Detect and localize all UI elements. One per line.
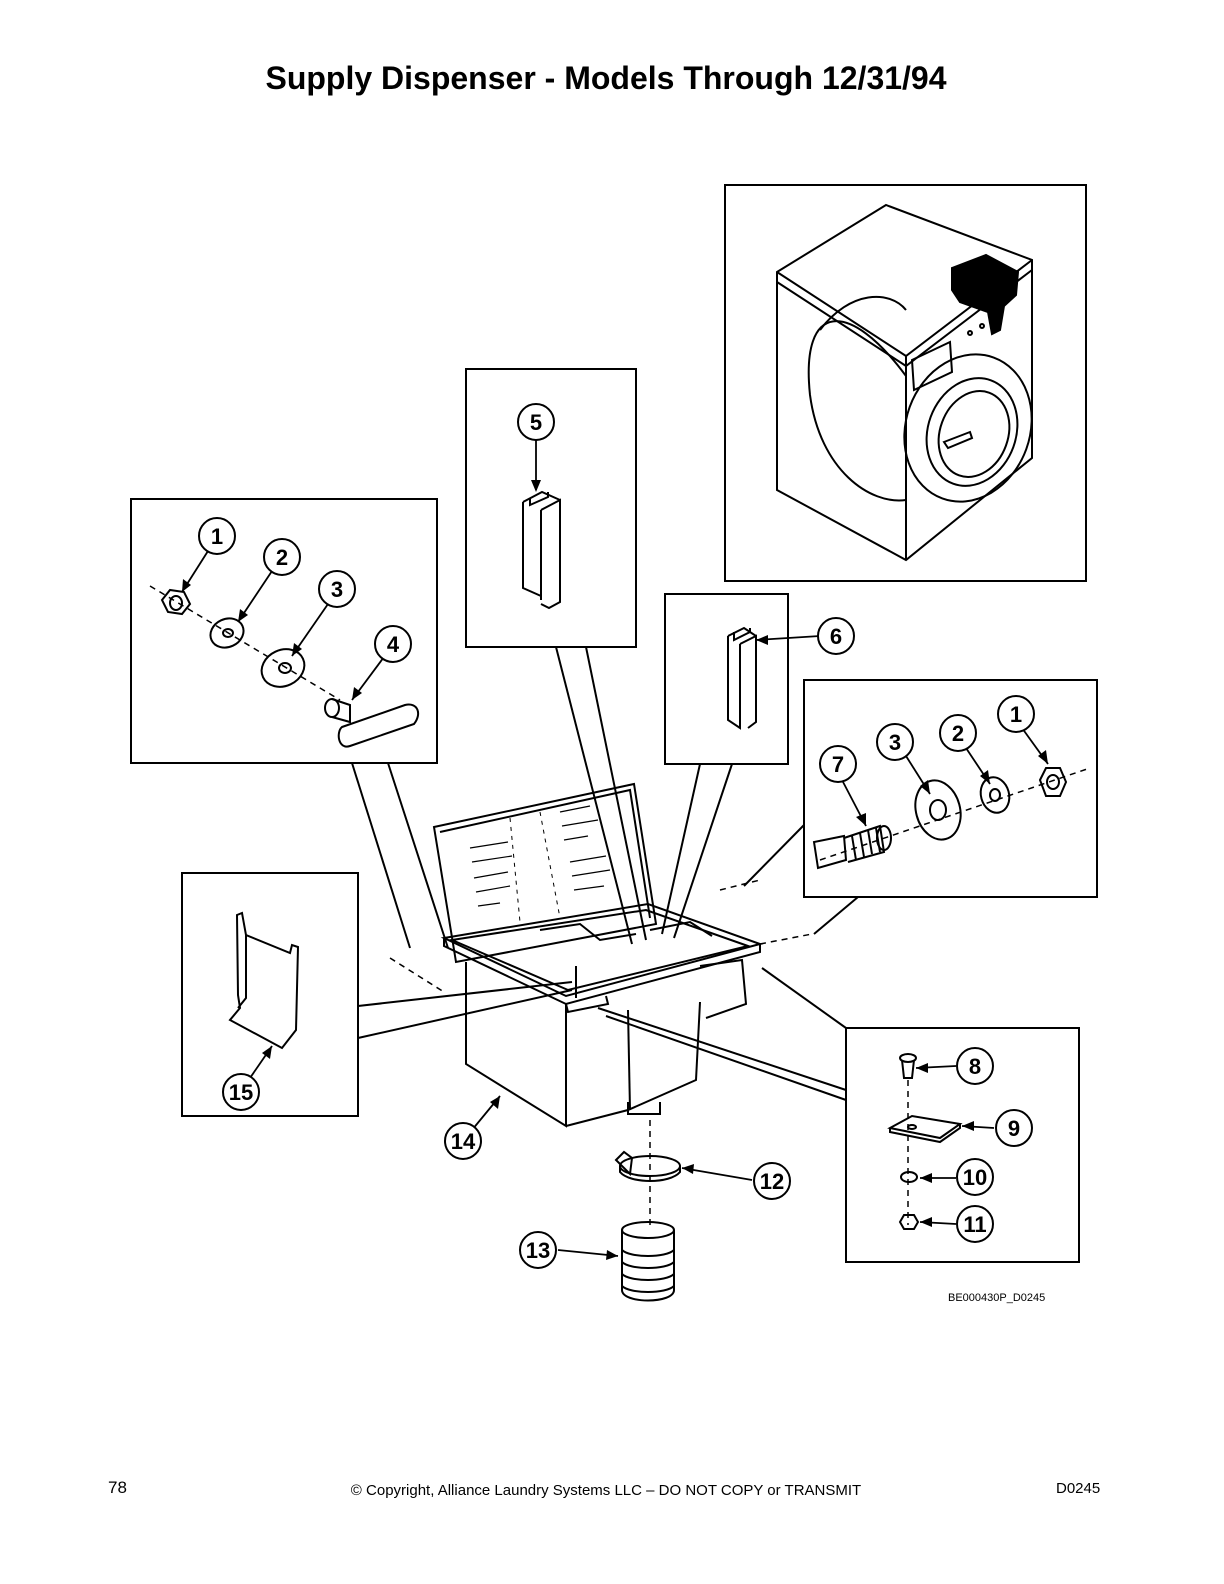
drawing-code: BE000430P_D0245 <box>948 1292 1046 1304</box>
hose-clamp <box>614 1120 681 1230</box>
callout-11 <box>956 1205 994 1243</box>
callout-label-3-right: 3 <box>889 730 901 755</box>
left-hardware-panel <box>130 498 438 764</box>
callout-label-1-left: 1 <box>211 524 223 549</box>
callout-5 <box>517 403 555 441</box>
callout-bubbles <box>198 403 1035 1269</box>
callout-label-9: 9 <box>1008 1116 1020 1141</box>
callout-label-6: 6 <box>830 624 842 649</box>
dispenser-body <box>432 782 764 1128</box>
lower-hardware-panel <box>845 1027 1080 1263</box>
callout-8 <box>956 1047 994 1085</box>
machine-overview-panel <box>724 184 1087 582</box>
part-15-detail-panel <box>181 872 359 1117</box>
callout-label-12: 12 <box>760 1169 784 1194</box>
callout-label-1-right: 1 <box>1010 702 1022 727</box>
callout-9 <box>995 1109 1033 1147</box>
callout-label-11: 11 <box>963 1212 986 1237</box>
callout-14 <box>444 1122 482 1160</box>
callout-3-right <box>876 723 914 761</box>
drain-hose <box>621 1221 675 1302</box>
document-code: D0245 <box>1056 1480 1101 1497</box>
callout-7 <box>819 745 857 783</box>
callout-15 <box>222 1073 260 1111</box>
callout-12 <box>753 1162 791 1200</box>
callout-label-4: 4 <box>387 632 400 657</box>
callout-label-7: 7 <box>832 752 844 777</box>
callout-1-right <box>997 695 1035 733</box>
page-title: Supply Dispenser - Models Through 12/31/… <box>265 60 947 96</box>
callout-label-14: 14 <box>451 1129 476 1154</box>
callout-label-15: 15 <box>229 1080 253 1105</box>
callout-label-5: 5 <box>530 410 542 435</box>
copyright-notice: © Copyright, Alliance Laundry Systems LL… <box>350 1482 862 1499</box>
right-hardware-panel <box>803 679 1098 898</box>
callout-label-8: 8 <box>969 1054 981 1079</box>
callout-label-2-right: 2 <box>952 721 964 746</box>
part-5-detail-panel <box>465 368 637 648</box>
callout-label-3-left: 3 <box>331 577 343 602</box>
callout-label-13: 13 <box>526 1238 550 1263</box>
callout-4 <box>374 625 412 663</box>
callout-2-right <box>939 714 977 752</box>
arrowheads <box>182 480 1048 1260</box>
callout-2-left <box>263 538 301 576</box>
part-6-detail-panel <box>664 593 789 765</box>
callout-1-left <box>198 517 236 555</box>
callout-6 <box>817 617 855 655</box>
callout-13 <box>519 1231 557 1269</box>
callout-10 <box>956 1158 994 1196</box>
callout-label-10: 10 <box>963 1165 987 1190</box>
page-number: 78 <box>108 1478 127 1497</box>
callout-3-left <box>318 570 356 608</box>
callout-label-2-left: 2 <box>276 545 288 570</box>
panel-leaders <box>351 646 859 1101</box>
